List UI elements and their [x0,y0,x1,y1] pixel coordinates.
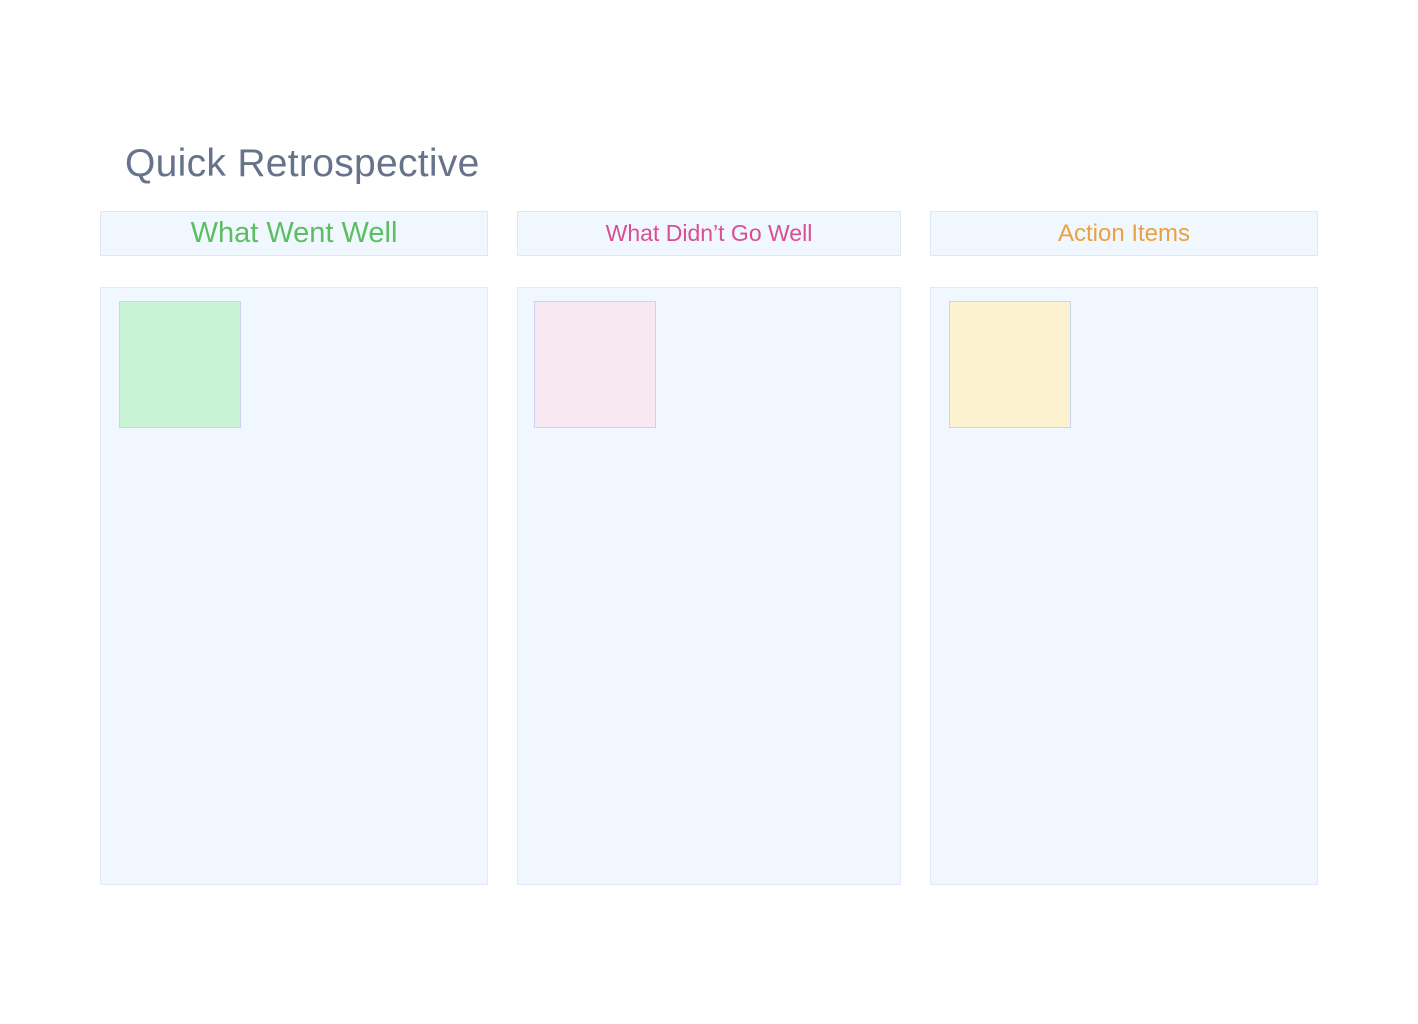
column-header-action-items: Action Items [930,211,1318,256]
sticky-note-action-items[interactable] [949,301,1071,428]
column-body-action-items[interactable] [930,287,1318,885]
column-title-action-items: Action Items [1057,219,1191,247]
column-body-didnt-go-well[interactable] [517,287,901,885]
column-body-went-well[interactable] [100,287,488,885]
column-header-went-well: What Went Well [100,211,488,256]
column-header-didnt-go-well: What Didn’t Go Well [517,211,901,256]
column-title-went-well: What Went Well [190,217,398,249]
page-title: Quick Retrospective [125,142,480,185]
sticky-note-didnt-go-well[interactable] [534,301,656,428]
column-title-didnt-go-well: What Didn’t Go Well [605,220,813,246]
sticky-note-went-well[interactable] [119,301,241,428]
